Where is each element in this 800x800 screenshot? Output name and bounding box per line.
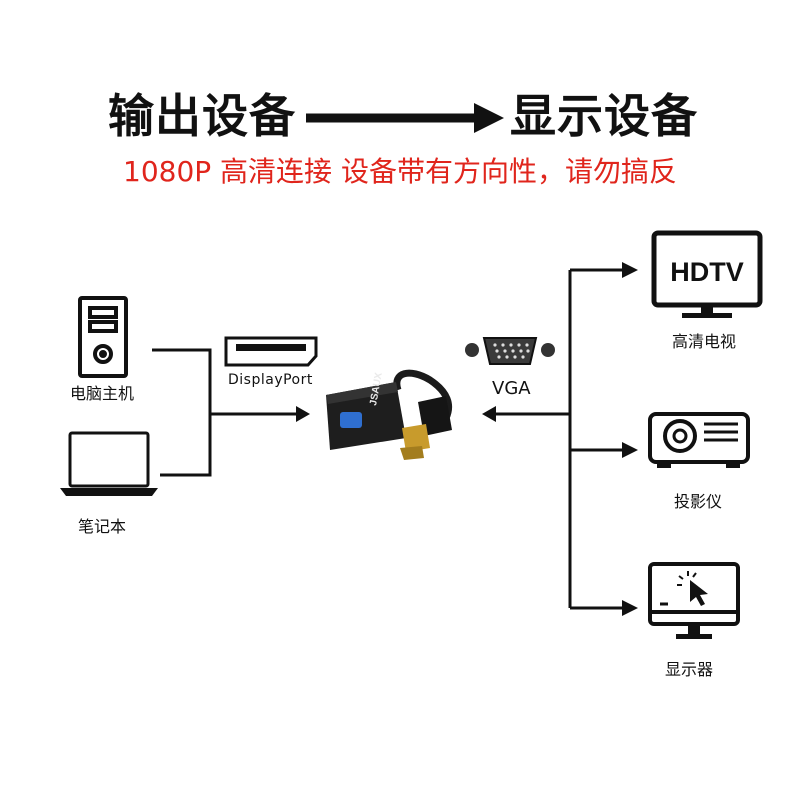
target-heading: 显示设备 [510, 89, 698, 143]
adapter-image: JSAUX [326, 369, 453, 460]
source-lines [152, 348, 310, 477]
direction-note: 1080P 高清连接 设备带有方向性，请勿搞反 [123, 155, 677, 188]
desktop-tower-icon [78, 296, 128, 378]
hdtv-icon: HDTV [651, 230, 763, 318]
vga-port-icon [465, 337, 555, 365]
target-lines [482, 262, 638, 616]
displayport-label: DisplayPort [228, 372, 313, 388]
hdtv-label: 高清电视 [672, 332, 737, 351]
monitor-label: 显示器 [665, 660, 714, 679]
source-heading: 输出设备 [108, 89, 296, 143]
monitor-icon [648, 562, 740, 639]
projector-label: 投影仪 [674, 492, 723, 511]
displayport-connector-icon [224, 336, 318, 367]
direction-arrow [306, 103, 504, 133]
vga-label: VGA [492, 378, 531, 399]
desktop-label: 电脑主机 [70, 384, 135, 403]
hdtv-screen-text: HDTV [670, 257, 744, 287]
projector-icon [648, 412, 750, 468]
laptop-label: 笔记本 [78, 517, 127, 536]
laptop-icon [60, 431, 158, 496]
